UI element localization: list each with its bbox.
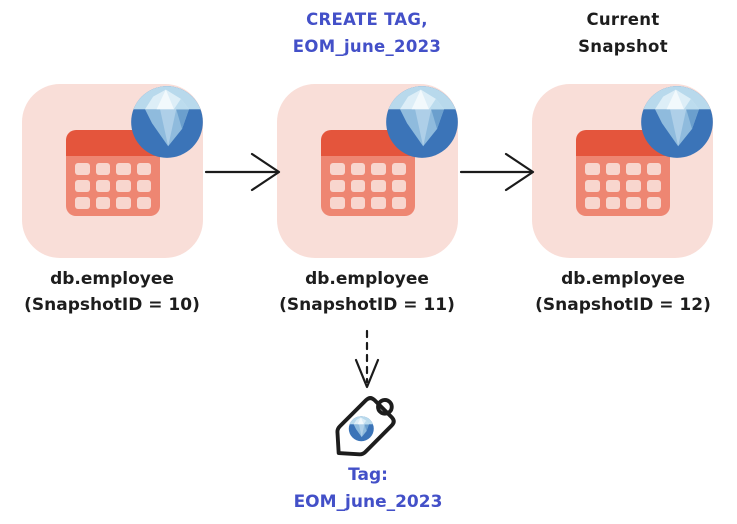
- snapshot-label-1: db.employee (SnapshotID = 10): [2, 266, 222, 318]
- table-name: db.employee: [561, 269, 685, 289]
- table-icon-grid: [321, 156, 415, 216]
- table-icon-grid: [66, 156, 160, 216]
- table-icon: [576, 130, 670, 216]
- current-snapshot-title: Current Snapshot: [533, 6, 713, 60]
- dashed-arrow-down-icon: [354, 329, 380, 389]
- arrow-right-icon-1: [204, 152, 281, 192]
- tag-label: Tag: EOM_june_2023: [258, 462, 478, 516]
- table-icon: [66, 130, 160, 216]
- snapshot-id: (SnapshotID = 12): [535, 295, 711, 315]
- iceberg-logo-icon: [385, 85, 459, 159]
- snapshot-label-2: db.employee (SnapshotID = 11): [257, 266, 477, 318]
- table-name: db.employee: [305, 269, 429, 289]
- snapshot-box-3: [532, 84, 713, 258]
- tag-label-line2: EOM_june_2023: [293, 492, 443, 512]
- iceberg-logo-icon: [130, 85, 204, 159]
- snapshot-id: (SnapshotID = 11): [279, 295, 455, 315]
- create-tag-title-line2: EOM_june_2023: [292, 37, 442, 56]
- snapshot-box-2: [277, 84, 458, 258]
- tag-label-line1: Tag:: [348, 465, 388, 485]
- snapshot-label-3: db.employee (SnapshotID = 12): [513, 266, 733, 318]
- arrow-right-icon-2: [459, 152, 535, 192]
- table-name: db.employee: [50, 269, 174, 289]
- current-snapshot-title-line2: Snapshot: [578, 37, 668, 56]
- tag-icon: [335, 396, 396, 457]
- table-icon: [321, 130, 415, 216]
- snapshot-box-1: [22, 84, 203, 258]
- create-tag-title: CREATE TAG, EOM_june_2023: [247, 6, 487, 60]
- snapshot-id: (SnapshotID = 10): [24, 295, 200, 315]
- table-icon-grid: [576, 156, 670, 216]
- create-tag-title-line1: CREATE TAG,: [306, 10, 428, 29]
- iceberg-logo-icon: [640, 85, 714, 159]
- current-snapshot-title-line1: Current: [586, 10, 660, 29]
